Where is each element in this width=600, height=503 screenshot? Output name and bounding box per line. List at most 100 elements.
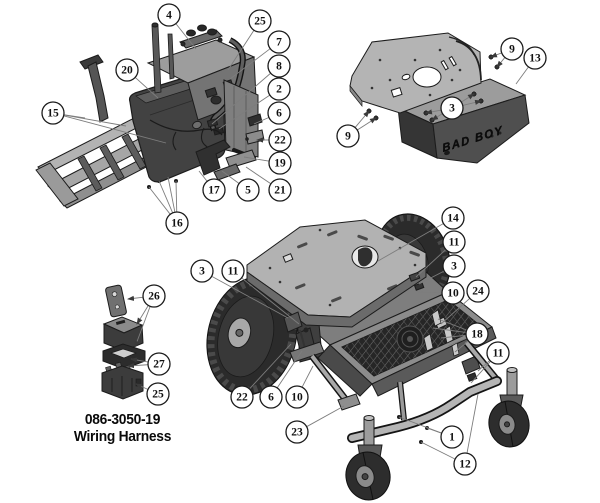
leader-line — [243, 156, 269, 162]
frame-assembly-illustration — [35, 22, 265, 209]
callout-number: 15 — [47, 108, 59, 120]
callout-number: 1 — [449, 432, 455, 444]
callout-number: 26 — [148, 291, 160, 303]
leader-line — [136, 305, 149, 325]
leader-line — [454, 340, 469, 353]
callout-balloon-22-27: 22 — [230, 385, 254, 409]
callout-balloon-3-16: 3 — [440, 96, 464, 120]
callout-balloon-7-2: 7 — [267, 30, 291, 54]
leader-line — [127, 295, 143, 301]
leader-line — [355, 110, 370, 128]
bad-boy-panel-front — [432, 94, 530, 164]
leader-line — [167, 176, 176, 212]
seat-plate-hole — [412, 66, 442, 88]
leader-line — [211, 276, 289, 319]
leader-line — [306, 405, 345, 427]
callout-balloon-25-1: 25 — [248, 9, 272, 33]
connector-block — [101, 361, 144, 400]
callout-number: 11 — [228, 266, 239, 278]
callout-balloon-1-31: 1 — [440, 425, 464, 449]
wiring-run — [149, 119, 223, 136]
callout-balloon-2-4: 2 — [267, 77, 291, 101]
callout-balloon-15-10: 15 — [41, 101, 65, 125]
leader-line — [490, 52, 502, 58]
leader-line — [425, 109, 441, 115]
leader-line — [127, 363, 148, 369]
leader-line — [130, 357, 148, 363]
callout-balloon-11-19: 11 — [442, 230, 466, 254]
callout-number: 19 — [274, 158, 286, 170]
callout-balloon-8-3: 8 — [267, 54, 291, 78]
callout-balloon-18-23: 18 — [465, 322, 489, 346]
callout-number: 8 — [276, 61, 282, 73]
callout-balloon-3-20: 3 — [442, 254, 466, 278]
callout-number: 18 — [471, 329, 483, 341]
leader-line — [431, 113, 443, 121]
callout-number: 3 — [199, 266, 205, 278]
bumper-bar — [347, 376, 502, 443]
left-rear-tire — [206, 276, 298, 396]
leader-line — [461, 93, 475, 103]
leader-line — [158, 180, 173, 213]
callout-balloon-17-11: 17 — [202, 178, 226, 202]
callout-balloon-20-9: 20 — [115, 58, 139, 82]
pedal-bracket — [79, 54, 104, 70]
callout-balloon-24-22: 24 — [466, 279, 490, 303]
mounting-bracket — [105, 284, 127, 318]
leader-line — [63, 115, 167, 144]
callout-number: 22 — [236, 392, 248, 404]
callout-balloon-23-30: 23 — [285, 420, 309, 444]
leader-line — [135, 77, 159, 99]
leader-line — [463, 99, 482, 106]
callout-balloon-10-29: 10 — [285, 385, 309, 409]
leader-line — [377, 223, 444, 262]
part-name-text: Wiring Harness — [73, 428, 172, 445]
leader-line — [229, 48, 271, 80]
leader-line — [432, 327, 466, 333]
leader-line — [466, 393, 479, 453]
gasket — [102, 343, 146, 370]
callout-balloon-6-28: 6 — [259, 385, 283, 409]
callout-balloon-3-25: 3 — [190, 259, 214, 283]
callout-number: 21 — [274, 185, 286, 197]
part-label: 086-3050-19 Wiring Harness — [40, 411, 205, 445]
leader-line — [245, 166, 271, 184]
callout-number: 5 — [245, 185, 251, 197]
leader-line — [148, 186, 171, 215]
callout-balloon-5-12: 5 — [236, 178, 260, 202]
leader-line — [437, 318, 467, 331]
callout-balloon-9-17: 9 — [336, 124, 360, 148]
valve-caps — [180, 24, 223, 47]
leader-line — [253, 117, 269, 125]
callout-balloon-4-0: 4 — [157, 3, 181, 27]
leader-line — [415, 249, 446, 278]
callout-balloon-12-32: 12 — [453, 452, 477, 476]
callout-number: 10 — [291, 392, 303, 404]
callout-number: 17 — [208, 185, 220, 197]
left-caster — [345, 415, 391, 501]
seat-plate-slots — [295, 230, 420, 303]
leader-line — [241, 277, 300, 325]
callout-number: 12 — [459, 459, 471, 471]
callout-balloon-9-14: 9 — [500, 37, 524, 61]
leader-line — [420, 441, 455, 460]
leader-line — [135, 383, 148, 390]
callout-number: 3 — [451, 261, 457, 273]
mower-rear-illustration — [206, 213, 530, 501]
callout-balloon-22-6: 22 — [268, 128, 292, 152]
callout-number: 4 — [166, 10, 172, 22]
callout-number: 14 — [447, 213, 459, 225]
leader-line — [515, 67, 529, 85]
callout-balloon-19-7: 19 — [268, 151, 292, 175]
leader-line — [175, 180, 178, 212]
callout-number: 25 — [152, 389, 164, 401]
fuel-cap — [192, 120, 202, 130]
callout-number: 24 — [472, 286, 484, 298]
leader-line — [301, 365, 314, 387]
leader-line — [277, 350, 303, 388]
callout-number: 27 — [153, 359, 165, 371]
relay-cover — [102, 316, 144, 352]
callout-number: 22 — [274, 135, 286, 147]
callout-balloon-21-8: 21 — [268, 178, 292, 202]
